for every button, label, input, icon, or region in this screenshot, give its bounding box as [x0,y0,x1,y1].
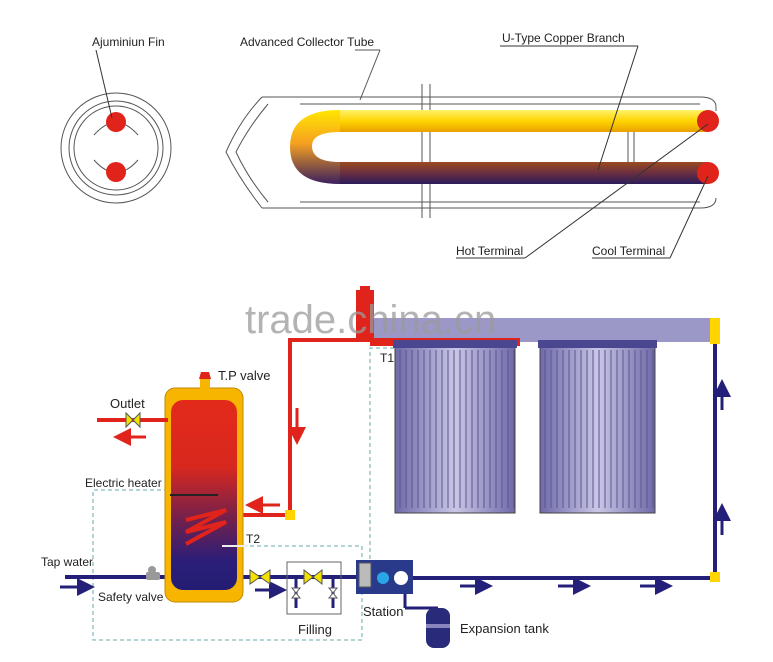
expansion-tank-label: Expansion tank [460,621,549,636]
station-label: Station [363,604,403,619]
collector-tube-label: Advanced Collector Tube [240,35,374,49]
t2-label: T2 [246,532,260,546]
copper-pipe-cool-dot [106,162,126,182]
safety-valve-label: Safety valve [98,590,164,604]
tap-water-label: Tap water [41,555,93,569]
solar-collector-panel-2 [538,340,657,514]
fin-label: Ajuminiun Fin [92,35,165,49]
filling-unit [286,561,342,615]
hot-terminal-label: Hot Terminal [456,244,523,258]
expansion-tank [426,608,450,648]
copper-pipe-hot-dot [106,112,126,132]
collector-tube [225,49,717,218]
solar-collector-panel-1 [393,340,517,514]
cool-terminal-label: Cool Terminal [592,244,665,258]
t1-label: T1 [380,351,394,365]
outlet-label: Outlet [110,396,145,411]
branch-label: U-Type Copper Branch [502,31,625,45]
ball-valve [249,569,271,585]
filling-label: Filling [298,622,332,637]
safety-valve [146,566,160,580]
tp-valve-label: T.P valve [218,368,271,383]
heat-exchanger-coil [185,508,227,546]
water-tank [164,387,248,603]
u-type-copper-branch [290,110,719,184]
hot-terminal [697,110,719,132]
tp-valve [199,372,211,389]
watermark: trade.china.cn [245,298,496,342]
air-vent [356,290,374,340]
electric-heater-label: Electric heater [85,476,162,490]
cool-terminal [697,162,719,184]
hot-flow-pipe [240,338,374,517]
sensor-wiring [92,347,394,641]
pump-station [356,560,438,610]
tube-cross-section [60,49,172,204]
outlet-valve [125,411,141,429]
